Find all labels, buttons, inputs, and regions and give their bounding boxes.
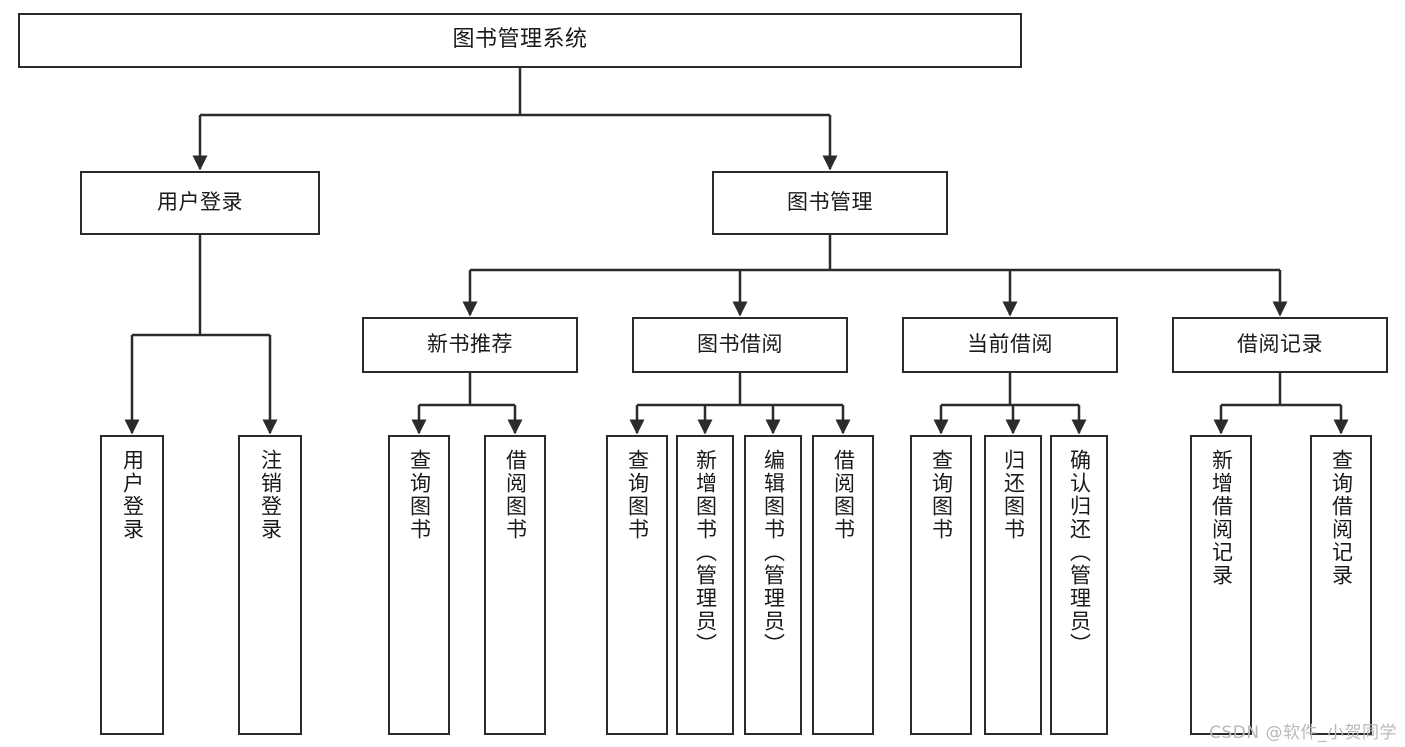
node-leaf-borrow-book-1[interactable]: 借阅图书 — [484, 435, 546, 735]
node-leaf-add-book[interactable]: 新增图书（管理员） — [676, 435, 734, 735]
node-label: 确认归还（管理员） — [1067, 449, 1092, 656]
node-label: 查询图书 — [929, 449, 954, 541]
node-label: 编辑图书（管理员） — [761, 449, 786, 656]
node-label: 查询借阅记录 — [1329, 449, 1354, 587]
node-label: 借阅记录 — [1237, 332, 1323, 357]
node-leaf-return-book[interactable]: 归还图书 — [984, 435, 1042, 735]
node-current-borrow[interactable]: 当前借阅 — [902, 317, 1118, 373]
node-leaf-add-borrow-record[interactable]: 新增借阅记录 — [1190, 435, 1252, 735]
node-label: 新增借阅记录 — [1209, 449, 1234, 587]
node-label: 用户登录 — [120, 449, 145, 541]
node-label: 当前借阅 — [967, 332, 1053, 357]
node-book-manage[interactable]: 图书管理 — [712, 171, 948, 235]
node-user-login[interactable]: 用户登录 — [80, 171, 320, 235]
node-leaf-query-book-2[interactable]: 查询图书 — [606, 435, 668, 735]
node-label: 借阅图书 — [503, 449, 528, 541]
node-label: 借阅图书 — [831, 449, 856, 541]
watermark-text: CSDN @软件_小贺同学 — [1209, 723, 1397, 743]
node-book-borrow[interactable]: 图书借阅 — [632, 317, 848, 373]
node-root[interactable]: 图书管理系统 — [18, 13, 1022, 68]
node-label: 新增图书（管理员） — [693, 449, 718, 656]
node-leaf-borrow-book-2[interactable]: 借阅图书 — [812, 435, 874, 735]
node-label: 注销登录 — [258, 449, 283, 541]
node-label: 图书管理系统 — [452, 27, 588, 53]
node-borrow-record[interactable]: 借阅记录 — [1172, 317, 1388, 373]
node-label: 查询图书 — [407, 449, 432, 541]
node-leaf-query-book-1[interactable]: 查询图书 — [388, 435, 450, 735]
node-label: 图书借阅 — [697, 332, 783, 357]
node-leaf-query-book-3[interactable]: 查询图书 — [910, 435, 972, 735]
node-leaf-query-borrow-record[interactable]: 查询借阅记录 — [1310, 435, 1372, 735]
node-new-book-recommend[interactable]: 新书推荐 — [362, 317, 578, 373]
node-leaf-edit-book[interactable]: 编辑图书（管理员） — [744, 435, 802, 735]
node-label: 图书管理 — [787, 190, 873, 215]
node-leaf-user-login[interactable]: 用户登录 — [100, 435, 164, 735]
node-leaf-user-logout[interactable]: 注销登录 — [238, 435, 302, 735]
node-label: 新书推荐 — [427, 332, 513, 357]
node-label: 用户登录 — [157, 190, 243, 215]
node-label: 归还图书 — [1001, 449, 1026, 541]
node-label: 查询图书 — [625, 449, 650, 541]
node-leaf-confirm-return[interactable]: 确认归还（管理员） — [1050, 435, 1108, 735]
